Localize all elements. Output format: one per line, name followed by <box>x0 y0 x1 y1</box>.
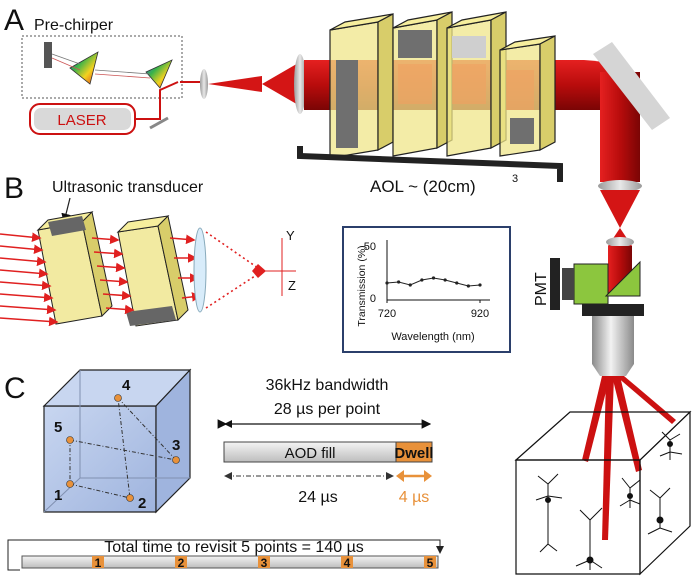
focus-rays <box>205 231 259 309</box>
lens-icon <box>294 54 306 114</box>
prism-icon <box>69 51 99 85</box>
scan-point <box>172 456 180 464</box>
fold-mirror <box>593 42 670 130</box>
transducer-label: Ultrasonic transducer <box>52 179 204 196</box>
dwell-bar <box>395 441 433 463</box>
timeline-dwell <box>175 556 187 568</box>
revisit-timeline: Total time to revisit 5 points = 140 µs … <box>7 539 444 571</box>
pmt: PMT <box>533 258 641 310</box>
point-label: 4 <box>122 377 131 394</box>
transmission-point <box>466 284 470 288</box>
inset-xlabel: Wavelength (nm) <box>391 331 474 343</box>
inset-ytick: 50 <box>364 241 376 253</box>
inset-xtick: 720 <box>378 308 396 320</box>
bandwidth-label: 36kHz bandwidth <box>266 377 389 394</box>
prechirper-label: Pre-chirper <box>34 17 114 34</box>
laser-label: LASER <box>57 112 106 129</box>
timeline-mark: 1 <box>95 556 102 570</box>
point-label: 2 <box>138 495 146 512</box>
dichroic-mirror <box>604 260 641 297</box>
point-label: 1 <box>54 487 62 504</box>
transmission-point <box>420 278 424 282</box>
crystal-1 <box>36 210 113 325</box>
objective-mount <box>582 304 644 316</box>
axis-z-label: Z <box>288 278 296 293</box>
timeline-mark: 3 <box>261 556 268 570</box>
timeline-mark: 2 <box>178 556 185 570</box>
point-label: 3 <box>172 437 180 454</box>
transmission-point <box>455 281 459 285</box>
revisit-label: Total time to revisit 5 points = 140 µs <box>104 539 364 556</box>
scan-point <box>66 480 74 488</box>
timeline-dwell <box>424 556 436 568</box>
transmission-point <box>431 276 436 280</box>
fill-time-label: 24 µs <box>298 489 337 506</box>
timeline-bar <box>21 555 439 569</box>
inset-ytick: 0 <box>370 293 376 305</box>
tissue-cube <box>514 410 692 576</box>
transmission-inset: 50 0 720 920 Transmission (%) Wavelength… <box>342 226 511 353</box>
mirror-icon <box>149 116 169 130</box>
timeline-mark: 5 <box>427 556 434 570</box>
panel-b-letter: B <box>4 172 24 205</box>
axes: Y Z <box>258 228 296 296</box>
transmission-point <box>478 283 482 287</box>
aol-label: AOL ~ (20cm) <box>370 177 476 196</box>
scan-point <box>126 494 134 502</box>
timeline-dwell <box>92 556 104 568</box>
lens-icon <box>193 227 207 313</box>
focus-beams <box>582 376 676 540</box>
lens-icon <box>606 237 634 247</box>
neurons <box>535 431 683 570</box>
pmt-label: PMT <box>533 272 550 306</box>
input-rays <box>0 232 202 327</box>
axis-y-label: Y <box>286 228 295 243</box>
prism-icon <box>145 59 173 89</box>
scan-point <box>114 394 122 402</box>
inset-xtick: 920 <box>471 308 489 320</box>
aol-crystals <box>329 11 556 159</box>
inset-plot <box>385 240 490 303</box>
beam-expand <box>262 62 300 106</box>
timeline-dwell <box>258 556 270 568</box>
inset-ylabel: Transmission (%) <box>356 245 368 326</box>
objective <box>592 316 634 364</box>
inset-frame <box>342 226 511 353</box>
dwell-label: Dwell <box>394 445 433 462</box>
timeline-mark: 4 <box>344 556 351 570</box>
prechirper-mirror <box>44 42 52 68</box>
prechirper: Pre-chirper <box>21 17 183 99</box>
crystal-2 <box>116 214 189 327</box>
transmission-point <box>385 281 389 285</box>
transmission-point <box>443 278 447 282</box>
lens-icon <box>200 69 208 99</box>
scan-cube <box>42 368 192 514</box>
panel-a-letter: A <box>4 4 24 37</box>
beam-converge-2 <box>600 190 640 228</box>
dwell-time-label: 4 µs <box>399 489 430 506</box>
timeline-dwell <box>341 556 353 568</box>
aod-fill-label: AOD fill <box>285 445 336 462</box>
panel-c-letter: C <box>4 372 26 405</box>
laser: LASER <box>29 81 179 135</box>
transmission-point <box>397 280 401 284</box>
transmission-point <box>408 283 412 287</box>
scan-points <box>66 394 180 502</box>
aol-base <box>297 146 563 182</box>
lens-icon <box>598 180 642 192</box>
point-label: 5 <box>54 419 62 436</box>
scan-path <box>69 396 178 499</box>
aol-exponent: 3 <box>512 173 518 185</box>
beam-converge <box>208 76 262 92</box>
scan-point <box>66 436 74 444</box>
per-point-label: 28 µs per point <box>274 401 381 418</box>
